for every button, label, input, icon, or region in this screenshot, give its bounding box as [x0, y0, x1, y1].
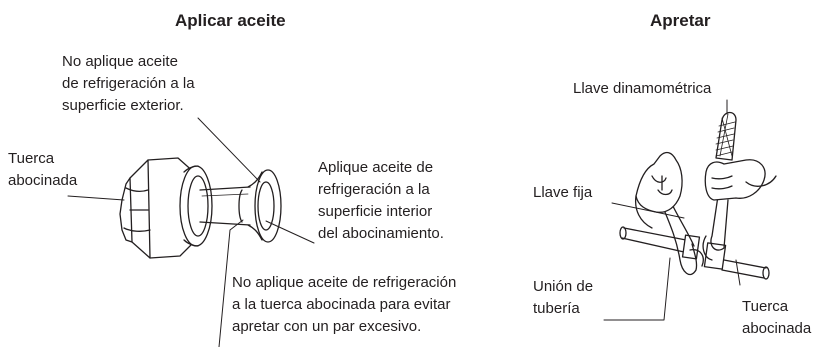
- tightening-drawing: [619, 111, 777, 280]
- label-flare-nut-left: Tuerca abocinada: [8, 150, 78, 189]
- label-pipe-union: Unión de tubería: [533, 278, 594, 317]
- label-fixed-wrench: Llave fija: [533, 184, 593, 201]
- label-flare-nut-right: Tuerca abocinada: [742, 298, 812, 337]
- apply-oil-title: Aplicar aceite: [175, 11, 286, 30]
- label-apply-oil-inside: Aplique aceite de refrigeración a la sup…: [318, 159, 444, 242]
- leader-lines-left: [67, 117, 315, 347]
- leader-lines-right: [603, 99, 741, 321]
- flare-nut-pipe-drawing: [119, 157, 282, 259]
- tighten-title: Apretar: [650, 11, 711, 30]
- label-no-oil-nut: No aplique aceite de refrigeración a la …: [232, 274, 457, 335]
- label-torque-wrench: Llave dinamométrica: [573, 80, 712, 97]
- label-no-oil-outside: No aplique aceite de refrigeración a la …: [62, 53, 195, 114]
